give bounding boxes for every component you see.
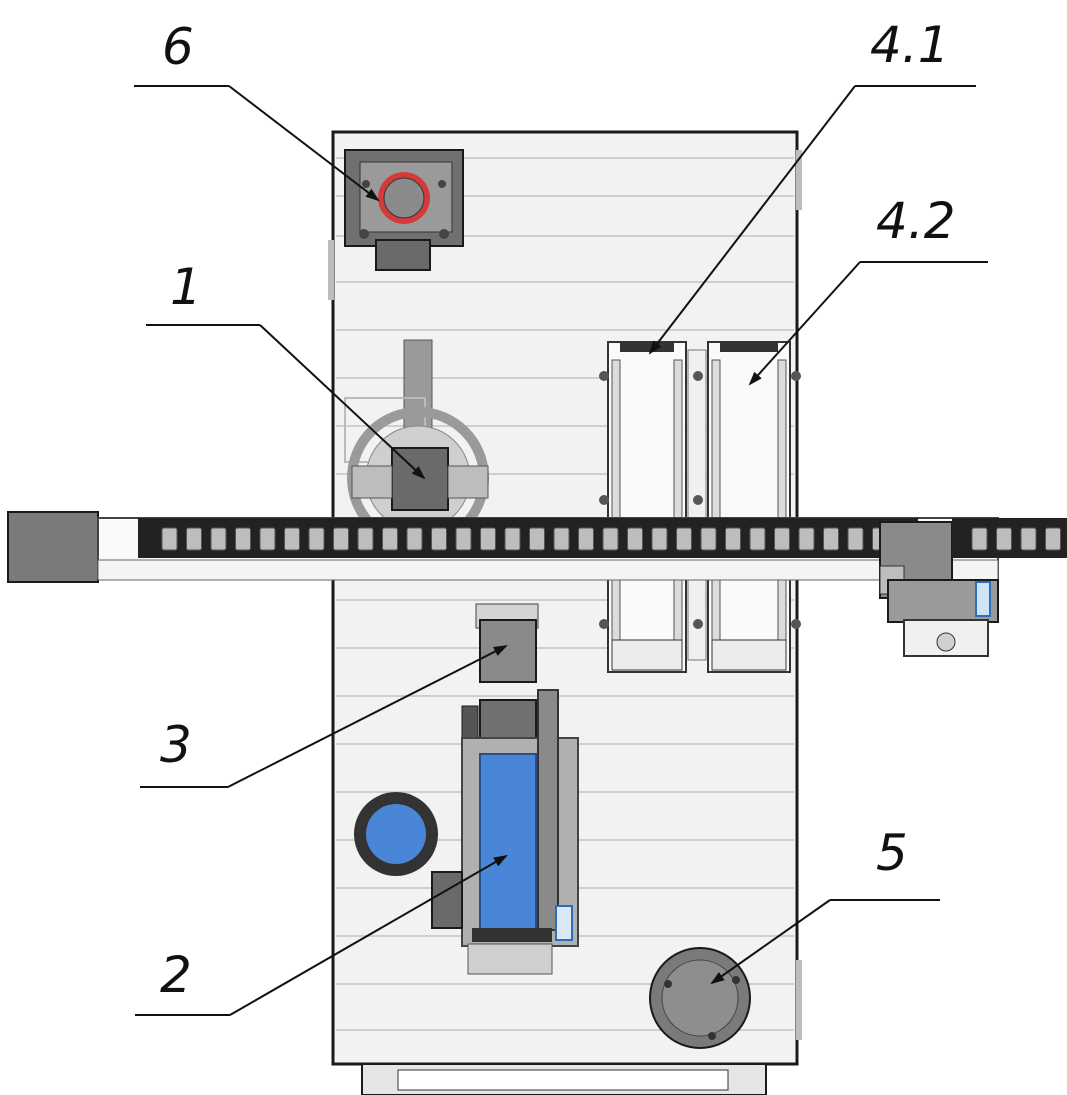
leader-4-2: [748, 261, 988, 386]
chain-link: [1045, 527, 1061, 551]
energy-chain: [138, 518, 918, 558]
callout-1: 1: [170, 258, 202, 316]
chain-link: [627, 527, 643, 551]
chain-link: [774, 527, 790, 551]
chain-link: [676, 527, 692, 551]
chain-link: [431, 527, 447, 551]
chain-link: [578, 527, 594, 551]
leader-2: [135, 855, 508, 1016]
chain-link: [235, 527, 251, 551]
chain-link: [382, 527, 398, 551]
chain-link: [455, 527, 472, 551]
leader-1: [146, 324, 426, 480]
chain-link: [504, 527, 521, 551]
chain-link: [651, 527, 668, 551]
chain-link: [480, 527, 496, 551]
chain-link: [406, 527, 423, 551]
chain-link: [357, 527, 374, 551]
chain-link: [798, 527, 815, 551]
round-base-unit: [649, 947, 751, 1049]
chain-link: [284, 527, 300, 551]
callout-2: 2: [160, 946, 192, 1004]
chain-link: [823, 527, 839, 551]
chain-link: [553, 527, 570, 551]
chain-link: [996, 527, 1012, 551]
chain-link: [700, 527, 717, 551]
magazine-right: [687, 341, 801, 673]
pneumatic-cylinder: [431, 689, 579, 975]
leader-4-1: [648, 85, 976, 355]
axis-carriage: [887, 579, 999, 657]
callout-5: 5: [876, 824, 908, 882]
chain-link: [749, 527, 766, 551]
chain-link: [210, 527, 227, 551]
chain-link: [333, 527, 349, 551]
chain-link: [847, 527, 864, 551]
chain-link: [161, 527, 178, 551]
chain-link: [1020, 527, 1037, 551]
chain-link: [971, 527, 988, 551]
chain-link: [308, 527, 325, 551]
valve-assembly: [344, 149, 464, 271]
linear-axis: [7, 511, 1067, 599]
leader-6: [134, 85, 380, 202]
chain-link: [186, 527, 202, 551]
callout-6: 6: [162, 18, 194, 76]
callout-3: 3: [160, 716, 192, 774]
callout-4-2: 4.2: [876, 192, 956, 250]
magazine-left: [599, 341, 687, 673]
leader-3: [140, 645, 508, 788]
chain-link: [529, 527, 545, 551]
bottom-grille: [361, 1063, 767, 1095]
chain-link: [602, 527, 619, 551]
callout-4-1: 4.1: [870, 16, 950, 74]
leader-5: [710, 899, 940, 985]
chain-link: [725, 527, 741, 551]
chain-link: [259, 527, 276, 551]
blue-port: [354, 792, 438, 876]
